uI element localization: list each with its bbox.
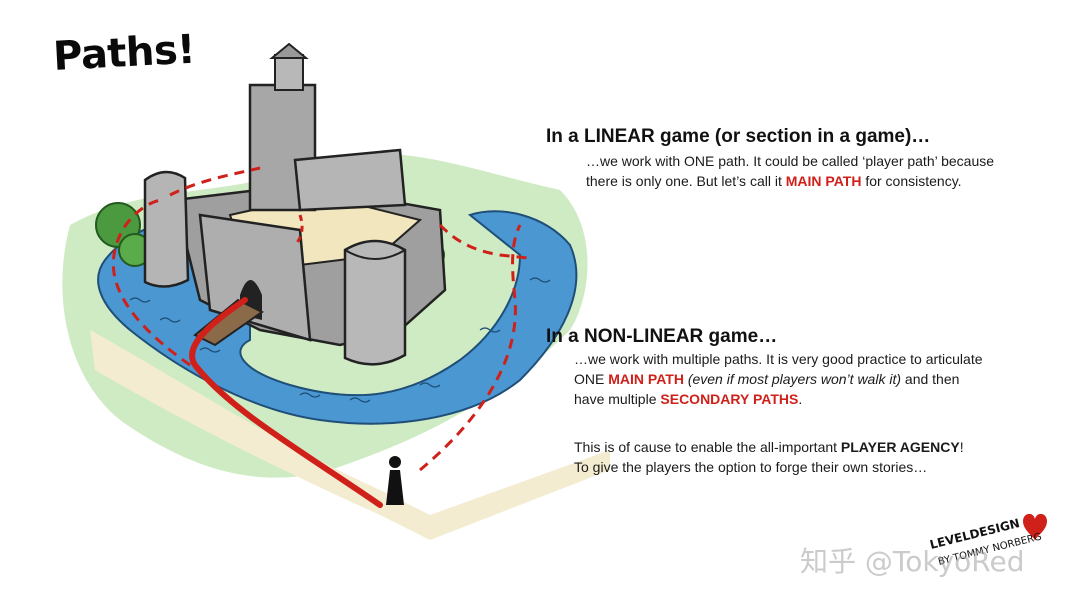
- main-path-highlight: MAIN PATH: [785, 173, 862, 189]
- nonlinear-line-3: have multiple SECONDARY PATHS.: [574, 391, 803, 407]
- castle-illustration: [62, 42, 610, 540]
- nonlinear-line-2: ONE MAIN PATH (even if most players won’…: [574, 371, 960, 387]
- secondary-paths-highlight: SECONDARY PATHS: [660, 391, 799, 407]
- watermark: 知乎 @TokyoRed: [800, 545, 1025, 578]
- nonlinear-heading: In a NON-LINEAR game…: [546, 326, 778, 347]
- linear-line-2: there is only one. But let’s call it MAI…: [586, 173, 962, 189]
- main-path-highlight: MAIN PATH: [608, 371, 684, 387]
- player-agency-emphasis: PLAYER AGENCY: [840, 439, 960, 455]
- agency-line-1: This is of cause to enable the all-impor…: [574, 439, 964, 455]
- nonlinear-line-1: …we work with multiple paths. It is very…: [574, 351, 983, 367]
- signature-logo: LEVELDESIGN BY TOMMY NORBERG: [928, 513, 1047, 568]
- linear-line-1: …we work with ONE path. It could be call…: [586, 153, 995, 169]
- agency-line-2: To give the players the option to forge …: [574, 459, 928, 475]
- linear-heading: In a LINEAR game (or section in a game)…: [546, 126, 931, 147]
